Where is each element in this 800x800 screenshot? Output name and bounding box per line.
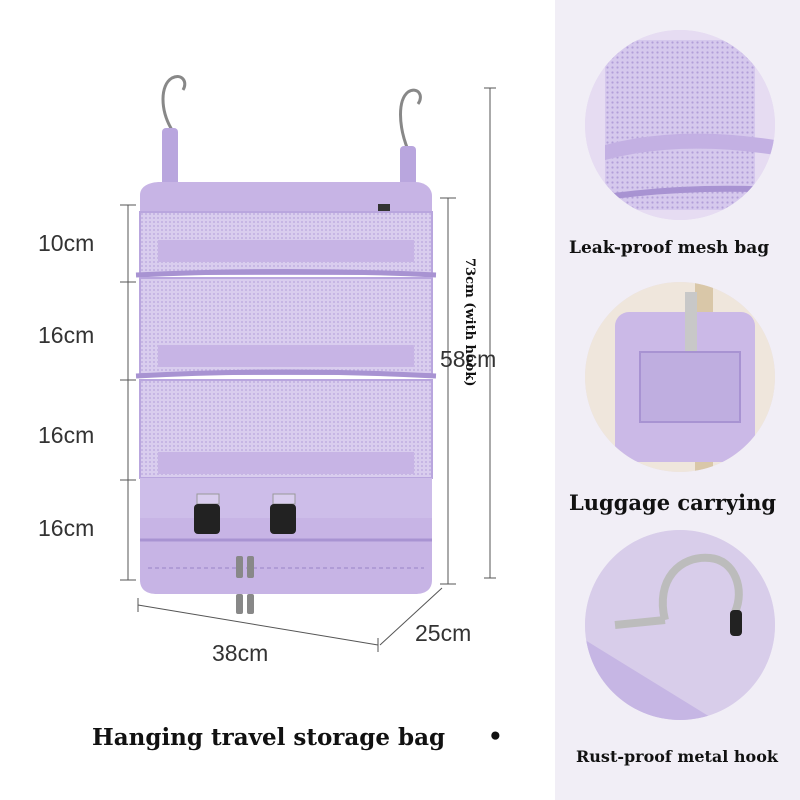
dimension-width: 38cm xyxy=(212,640,269,666)
feature-panel: Leak-proof mesh bag Luggage carrying xyxy=(555,0,800,800)
buckle-right-icon xyxy=(270,493,296,534)
dimension-shelf-4: 16cm xyxy=(38,515,95,541)
dimension-shelf-3: 16cm xyxy=(38,422,95,448)
buckle-left-icon xyxy=(194,493,220,534)
dimension-shelf-1: 10cm xyxy=(38,230,95,256)
feature-label-luggage: Luggage carrying xyxy=(569,490,777,515)
dimension-body-height: 58cm xyxy=(440,346,497,372)
feature-label-mesh: Leak-proof mesh bag xyxy=(569,238,770,258)
mesh-pocket-icon xyxy=(585,30,775,220)
dimension-total-height: 73cm (with hook) xyxy=(462,258,477,387)
caption-bullet: • xyxy=(488,724,503,750)
dimension-shelf-2: 16cm xyxy=(38,322,95,348)
hanging-organizer-illustration xyxy=(120,75,496,652)
left-hook-icon xyxy=(161,75,187,188)
feature-label-hook: Rust-proof metal hook xyxy=(576,747,778,766)
zipper-pulls-icon xyxy=(236,556,254,614)
right-hook-icon xyxy=(399,88,422,196)
metal-hook-icon xyxy=(585,530,775,720)
luggage-strap-icon xyxy=(585,282,775,472)
dimension-depth: 25cm xyxy=(415,620,472,646)
product-caption: Hanging travel storage bag xyxy=(92,724,446,751)
